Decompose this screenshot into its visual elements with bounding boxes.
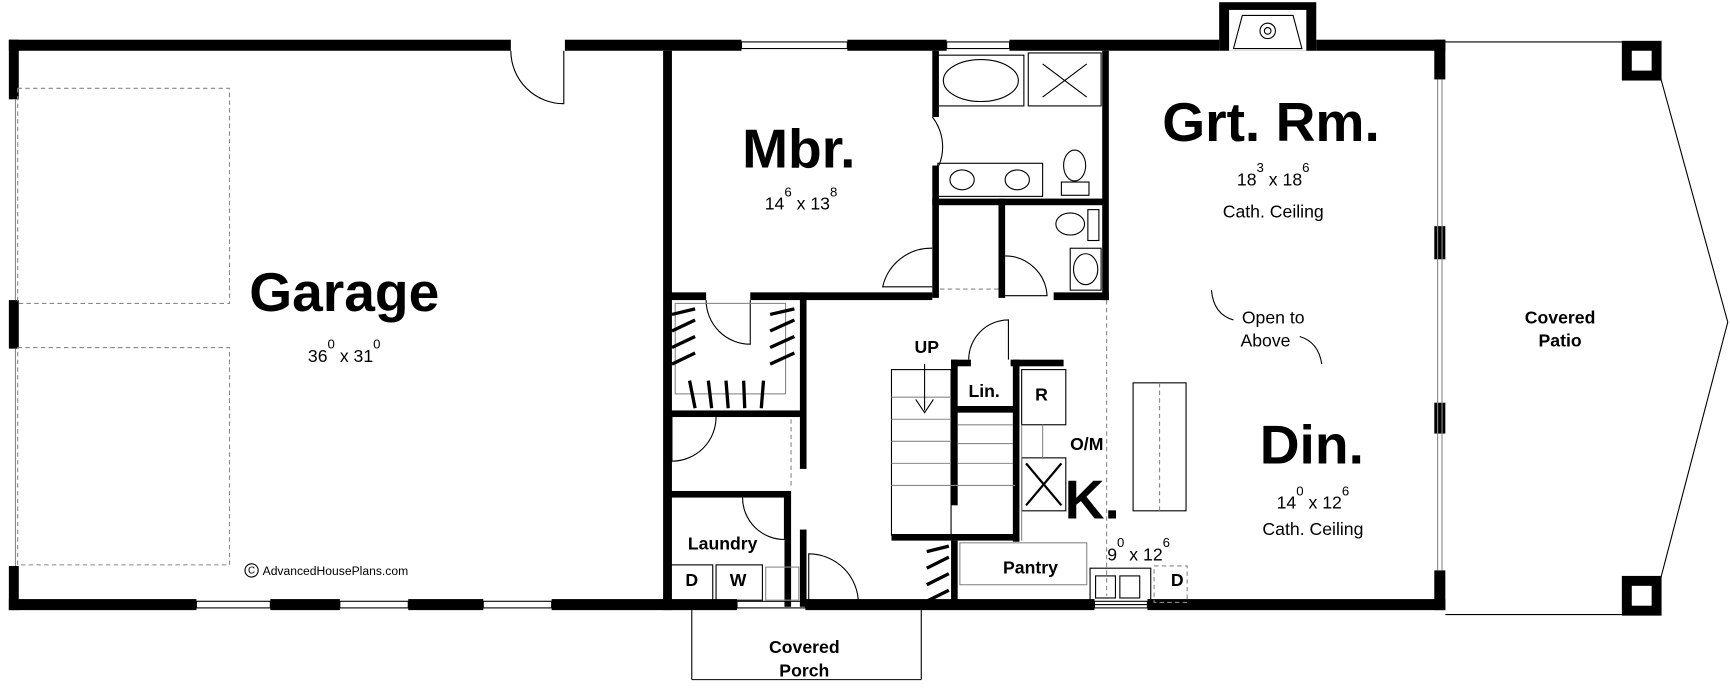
room-dims-great-room: 183 x 186 — [1237, 160, 1310, 189]
room-name-great-room: Grt. Rm. — [1162, 91, 1380, 153]
open-to-above-label: Above — [1240, 330, 1290, 350]
toilet — [1063, 149, 1087, 182]
window — [339, 600, 409, 609]
staircase[interactable] — [890, 364, 1016, 536]
window — [195, 600, 271, 609]
room-dims-kitchen: 90 x 126 — [1107, 535, 1170, 564]
kitchen-fixtures — [959, 369, 1188, 606]
dishwasher — [1153, 565, 1188, 603]
dishwasher-label: D — [1171, 570, 1184, 590]
laundry-fixtures — [670, 564, 800, 601]
bathtub — [942, 59, 1019, 103]
toilet — [1055, 212, 1086, 236]
window — [482, 600, 553, 609]
vanity — [937, 162, 1044, 197]
room-name-garage: Garage — [249, 261, 439, 323]
room-name-dining: Din. — [1260, 413, 1364, 475]
covered-patio-label: Patio — [1538, 330, 1581, 350]
window — [736, 600, 806, 609]
garage-door-outline — [17, 346, 231, 566]
open-to-above-arrow — [1299, 335, 1323, 365]
covered-porch-label: Porch — [779, 660, 829, 680]
open-to-above-arrow — [1210, 290, 1234, 321]
oven-microwave-label: O/M — [1070, 434, 1103, 454]
dryer-label: D — [685, 570, 698, 590]
covered-patio-outline — [1445, 40, 1729, 616]
window — [740, 41, 848, 50]
room-dims-dining: 140 x 126 — [1277, 483, 1350, 512]
ceiling-note-great-room: Cath. Ceiling — [1223, 201, 1324, 221]
room-name-mbr: Mbr. — [742, 118, 855, 180]
window — [946, 41, 1011, 50]
exterior-walls — [8, 39, 1446, 611]
covered-porch-outline — [691, 610, 922, 681]
pantry-label: Pantry — [1003, 558, 1058, 578]
svg-text:C: C — [248, 566, 255, 577]
interior-walls — [667, 50, 1109, 607]
copyright-text: AdvancedHousePlans.com — [263, 564, 409, 578]
garage — [17, 50, 672, 611]
copyright-notice: C AdvancedHousePlans.com — [244, 563, 409, 578]
stairs-up-label: UP — [915, 337, 940, 357]
open-to-above-label: Open to — [1242, 307, 1305, 327]
closet-shelving — [671, 302, 950, 603]
washer — [715, 564, 763, 601]
linen-closet-label: Lin. — [968, 381, 999, 401]
copyright-icon — [244, 563, 259, 578]
covered-patio-label: Covered — [1525, 307, 1596, 327]
covered-porch-label: Covered — [769, 637, 840, 657]
room-dims-garage: 360 x 310 — [308, 337, 381, 366]
fireplace — [1219, 2, 1317, 51]
sink — [1072, 253, 1099, 286]
shower — [1027, 52, 1102, 107]
refrigerator — [1021, 369, 1067, 426]
dryer — [670, 564, 714, 601]
ceiling-note-dining: Cath. Ceiling — [1262, 519, 1363, 539]
room-dims-mbr: 146 x 138 — [765, 184, 838, 213]
room-name-kitchen: K. — [1065, 469, 1120, 531]
refrigerator-label: R — [1035, 384, 1048, 404]
laundry-label: Laundry — [688, 533, 758, 553]
pantry — [959, 542, 1088, 586]
door-swing — [510, 50, 565, 105]
kitchen-sink — [1089, 567, 1152, 606]
garage-door-outline — [17, 87, 231, 304]
washer-label: W — [730, 570, 747, 590]
master-bath-fixtures — [937, 52, 1102, 291]
